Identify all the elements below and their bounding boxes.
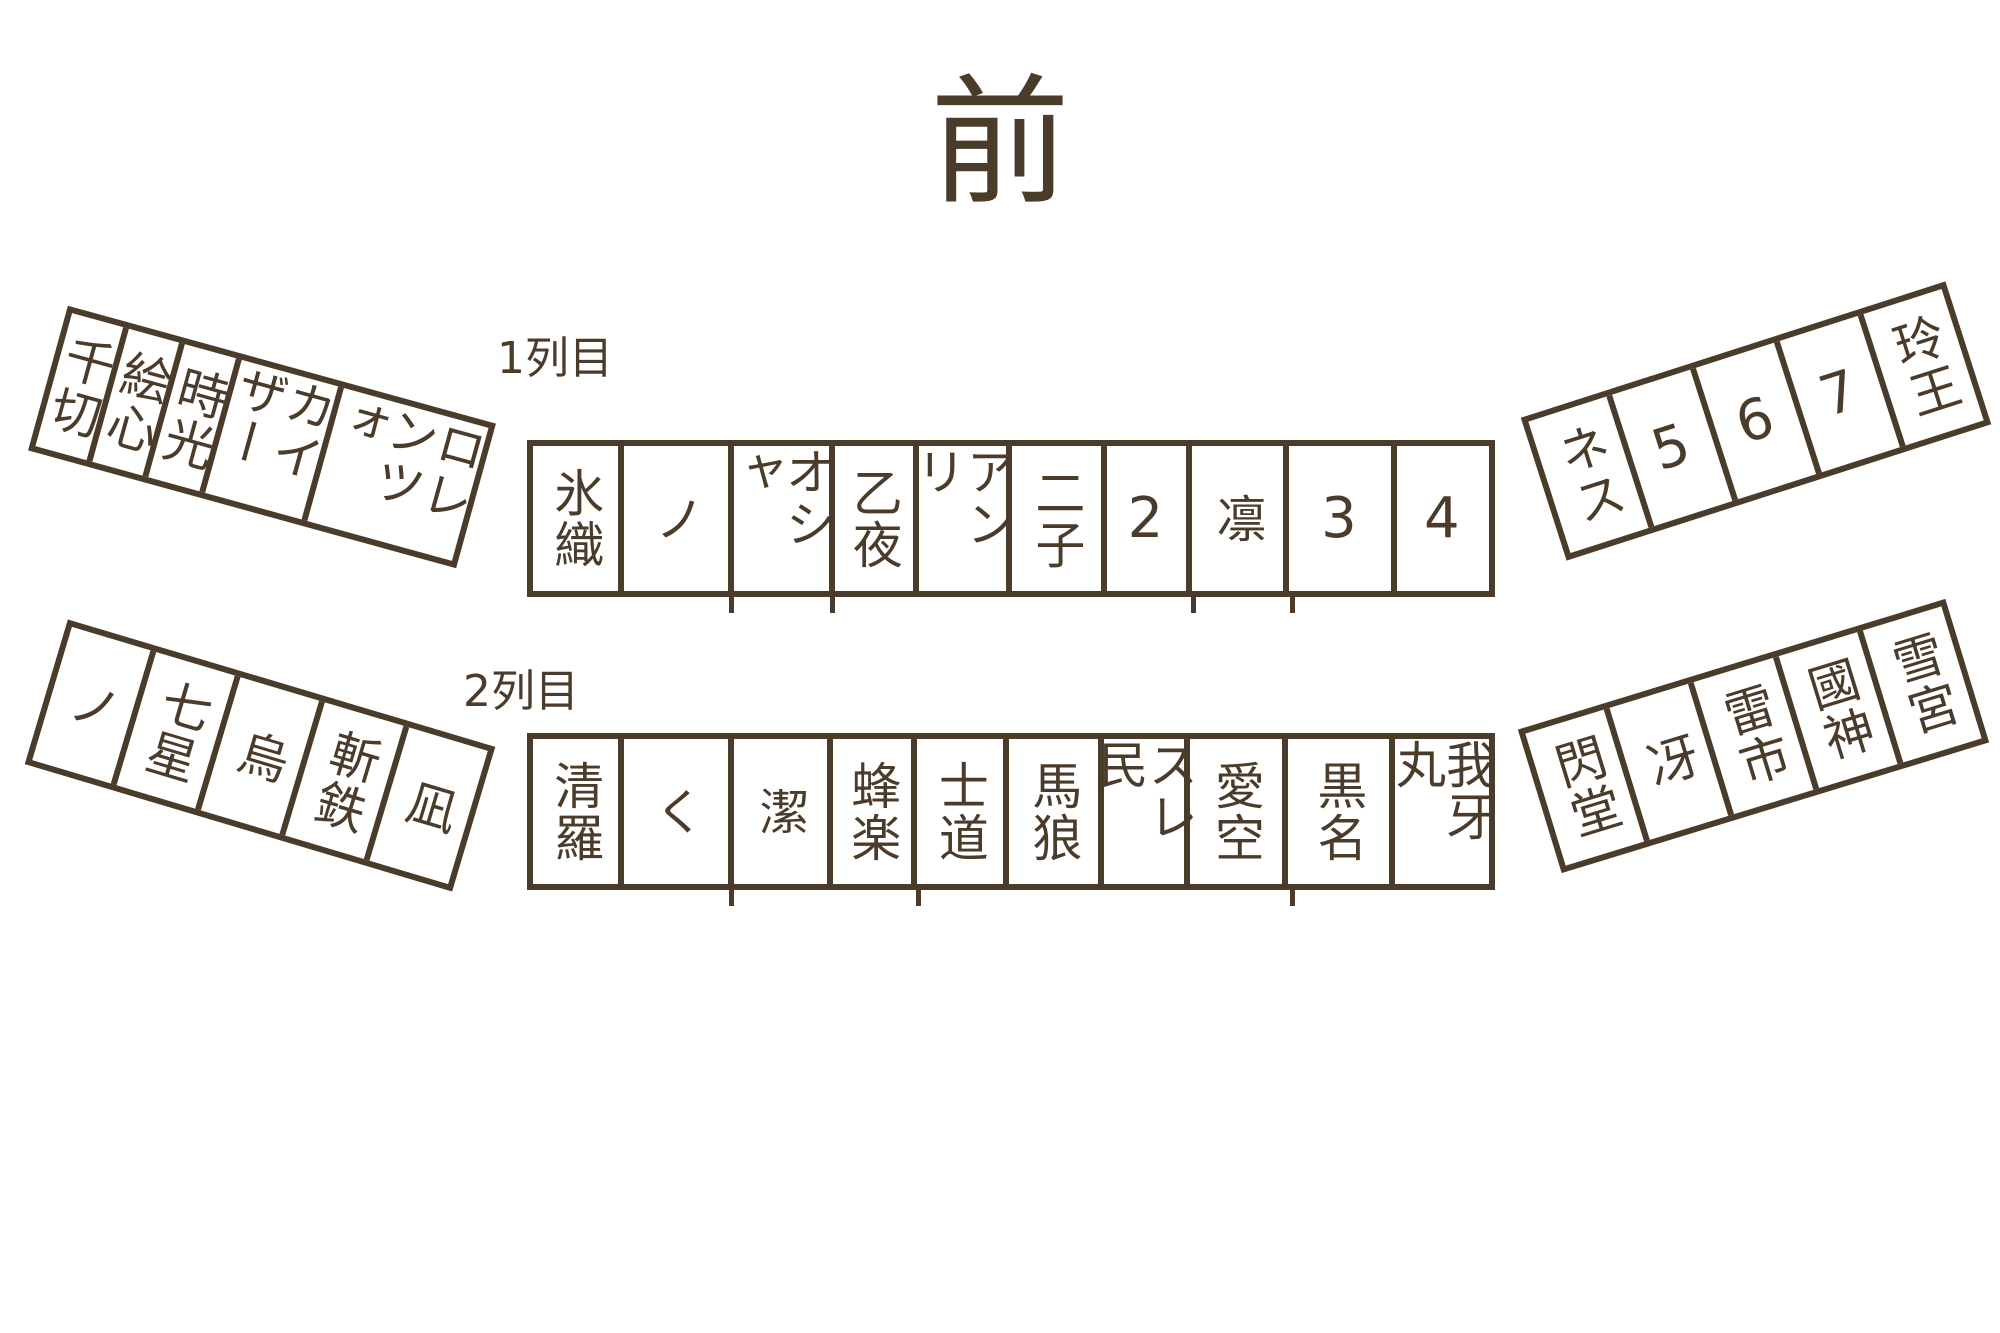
seat-name: 5 bbox=[1644, 410, 1700, 485]
divider-tick bbox=[916, 890, 921, 906]
seat-name: 愛空 bbox=[1206, 759, 1265, 864]
seat-name: 雪宮 bbox=[1879, 626, 1966, 743]
seat-name: 蜂楽 bbox=[843, 759, 902, 864]
divider-tick bbox=[729, 597, 734, 613]
seat-cell: ノ bbox=[624, 446, 734, 591]
seat-name: ノ bbox=[56, 672, 127, 739]
seat-cell: 4 bbox=[1397, 446, 1489, 591]
seat-name: 我牙丸 bbox=[1388, 739, 1496, 843]
seat-name: 凪 bbox=[393, 772, 464, 839]
seat-cell: 蜂楽 bbox=[833, 739, 918, 884]
divider-tick bbox=[729, 890, 734, 906]
seat-cell: 愛空 bbox=[1190, 739, 1288, 884]
seat-cell: オシャ bbox=[727, 446, 836, 591]
seat-name: 氷織 bbox=[546, 466, 605, 571]
left-row1-seat-block: 千切絵心時光カイザーロレンツォ bbox=[28, 305, 496, 569]
seat-cell: く bbox=[624, 739, 734, 884]
seat-cell: 黒名 bbox=[1288, 739, 1395, 884]
row-1-label: 1列目 bbox=[497, 333, 613, 384]
seat-name: オシャ bbox=[727, 446, 836, 550]
seat-cell: 潔 bbox=[734, 739, 834, 884]
seat-name: 玲王 bbox=[1880, 308, 1968, 426]
seat-cell: アンリ bbox=[908, 446, 1016, 591]
seat-name: 7 bbox=[1811, 356, 1868, 431]
center-row2-seat-block: 清羅く潔蜂楽士道馬狼スレ民愛空黒名我牙丸 bbox=[527, 733, 1496, 890]
seat-name: 潔 bbox=[751, 785, 810, 838]
seat-name: スレ民 bbox=[1090, 739, 1199, 843]
seat-name: 2 bbox=[1127, 485, 1166, 551]
seat-name: ネス bbox=[1544, 416, 1632, 534]
seat-cell: スレ民 bbox=[1090, 739, 1198, 884]
divider-tick bbox=[830, 597, 835, 613]
seat-name: 二子 bbox=[1027, 466, 1086, 571]
seat-name: 馬狼 bbox=[1024, 759, 1083, 864]
seat-name: 國神 bbox=[1794, 652, 1881, 769]
front-label: 前 bbox=[930, 62, 1071, 225]
seat-name: 閃堂 bbox=[1541, 729, 1628, 846]
seat-name: ノ bbox=[646, 492, 705, 545]
seat-cell: 凛 bbox=[1192, 446, 1290, 591]
divider-tick bbox=[1191, 597, 1196, 613]
seat-cell: 士道 bbox=[917, 739, 1009, 884]
seat-cell: 我牙丸 bbox=[1388, 739, 1496, 884]
seat-name: 凛 bbox=[1208, 492, 1267, 545]
seat-cell: 清羅 bbox=[533, 739, 624, 884]
seat-name: 烏 bbox=[224, 722, 296, 789]
seat-name: 清羅 bbox=[546, 759, 605, 864]
seat-name: 4 bbox=[1423, 485, 1462, 551]
seat-name: 冴 bbox=[1633, 728, 1705, 796]
seat-cell: 氷織 bbox=[533, 446, 624, 591]
seat-name: ロレンツォ bbox=[326, 386, 493, 530]
seat-name: 士道 bbox=[930, 759, 989, 864]
seat-name: 6 bbox=[1727, 383, 1784, 458]
left-row2-seat-block: ノ七星烏斬鉄凪 bbox=[24, 619, 496, 892]
seat-cell: 2 bbox=[1107, 446, 1192, 591]
divider-tick bbox=[1290, 890, 1295, 906]
seat-name: 乙夜 bbox=[844, 466, 903, 571]
seat-name: く bbox=[646, 785, 705, 838]
seat-name: 雷市 bbox=[1710, 677, 1797, 795]
seat-cell: 馬狼 bbox=[1009, 739, 1105, 884]
seat-cell: 3 bbox=[1289, 446, 1397, 591]
seat-name: 3 bbox=[1321, 485, 1359, 551]
seat-cell: ロレンツォ bbox=[307, 386, 493, 561]
seat-name: 黒名 bbox=[1309, 759, 1368, 864]
seat-cell: 乙夜 bbox=[835, 446, 919, 591]
row-2-label: 2列目 bbox=[463, 666, 579, 717]
seat-name: 七星 bbox=[133, 672, 219, 789]
right-row2-seat-block: 閃堂冴雷市國神雪宮 bbox=[1517, 598, 1990, 874]
divider-tick bbox=[1290, 597, 1295, 613]
seat-name: 斬鉄 bbox=[301, 722, 387, 839]
seat-cell: 二子 bbox=[1012, 446, 1108, 591]
seat-name: アンリ bbox=[908, 446, 1017, 550]
